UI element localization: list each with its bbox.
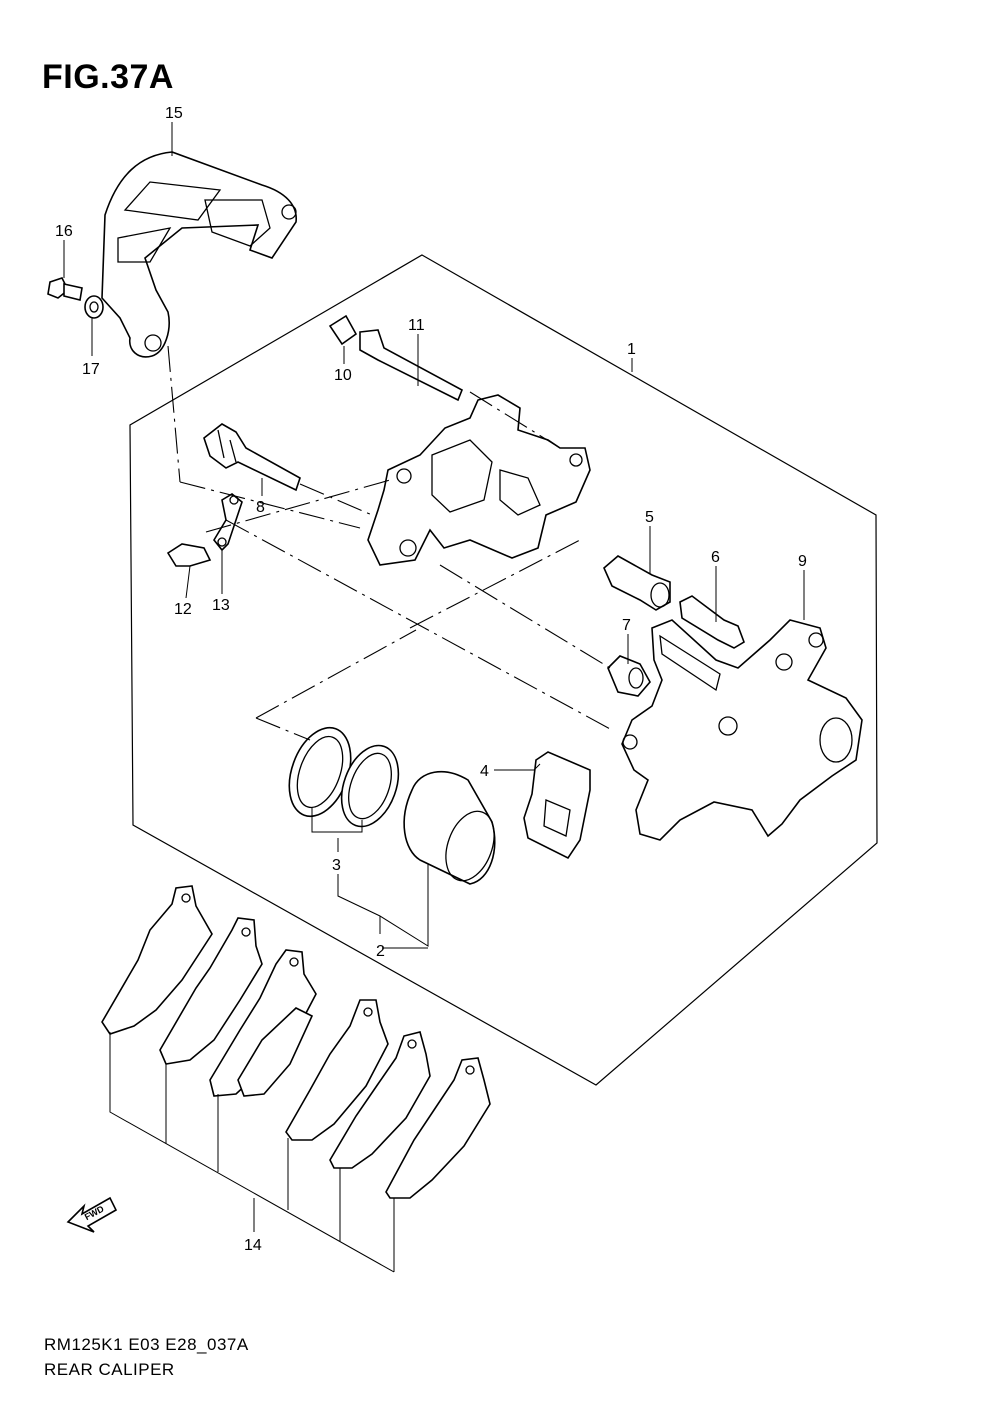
caliper-assembly-boundary (129, 254, 878, 1086)
piston-seal-1 (288, 726, 352, 818)
callout-16: 16 (55, 223, 73, 240)
caliper-pin-upper (359, 329, 464, 402)
callout-labels: 15 16 17 10 11 1 8 12 13 5 6 7 9 4 3 2 1… (55, 105, 807, 1254)
section-name: REAR CALIPER (44, 1360, 175, 1379)
callout-4: 4 (480, 763, 489, 780)
caliper-pin-lower (203, 423, 301, 492)
brake-pad-set (101, 885, 491, 1199)
pad-spring (523, 751, 591, 860)
callout-13: 13 (212, 597, 230, 614)
callout-11: 11 (408, 317, 425, 334)
bleeder-screw (166, 543, 212, 567)
callout-14: 14 (244, 1237, 262, 1254)
callout-17: 17 (82, 361, 100, 378)
assembly-centerlines (167, 345, 613, 741)
callout-12: 12 (174, 601, 192, 618)
caliper-bracket (621, 619, 863, 841)
caliper-guard (101, 151, 297, 358)
guard-bolt (47, 277, 83, 301)
bracket-boot (607, 655, 651, 697)
callout-5: 5 (645, 509, 654, 526)
pin-boot (328, 314, 358, 346)
fwd-arrow-icon: FWD (66, 1196, 118, 1233)
figure-title: FIG.37A (42, 58, 174, 96)
callout-3: 3 (332, 857, 341, 874)
caliper-piston (403, 771, 496, 885)
leader-lines (63, 122, 805, 1273)
model-code: RM125K1 E03 E28_037A (44, 1335, 249, 1354)
callout-9: 9 (798, 553, 807, 570)
guard-washer (84, 295, 104, 319)
callout-6: 6 (711, 549, 720, 566)
callout-8: 8 (256, 499, 265, 516)
callout-10: 10 (334, 367, 352, 384)
piston-seal-2 (340, 744, 400, 828)
bracket-bolt (679, 595, 745, 649)
callout-2: 2 (376, 943, 385, 960)
bleeder-cap (213, 493, 243, 552)
callout-7: 7 (622, 617, 631, 634)
callout-15: 15 (165, 105, 183, 122)
caliper-sleeve (603, 555, 671, 611)
callout-1: 1 (627, 341, 636, 358)
caliper-body (367, 394, 591, 566)
